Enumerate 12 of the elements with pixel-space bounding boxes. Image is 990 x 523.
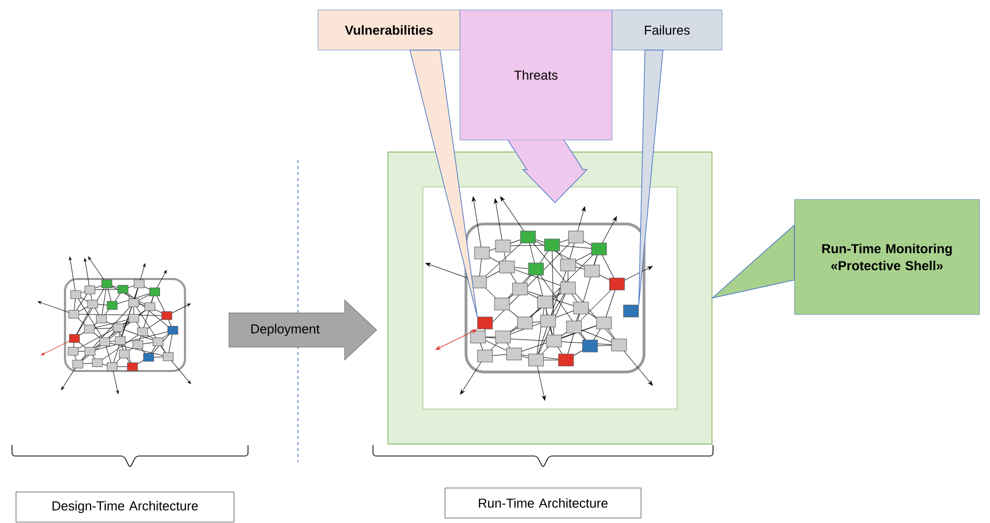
- component-box: [623, 304, 639, 318]
- caption-box: Run-Time Architecture: [444, 488, 642, 518]
- network-drawing: [38, 256, 191, 394]
- component-box: [477, 316, 493, 330]
- callout-pointer: [410, 50, 478, 318]
- callout-pointer: [638, 50, 664, 306]
- edge-label: Deployment: [249, 322, 321, 338]
- callout-box: Failures: [612, 10, 722, 50]
- callout-box: Threats: [460, 10, 612, 140]
- callout-box: Vulnerabilities: [318, 10, 460, 50]
- caption-box: Design-Time Architecture: [16, 492, 234, 522]
- network-drawing: [425, 196, 653, 401]
